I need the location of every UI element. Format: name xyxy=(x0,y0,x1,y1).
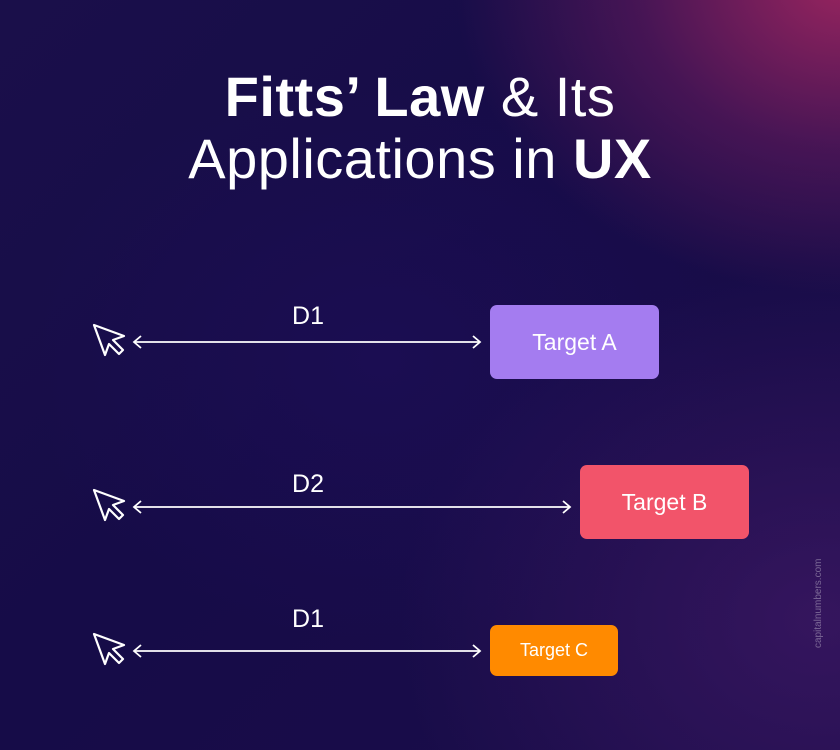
diagram-row-target-c: D1 Target C xyxy=(0,605,840,685)
double-arrow-icon xyxy=(132,500,572,514)
distance-label: D2 xyxy=(292,470,324,498)
diagram-row-target-a: D1 Target A xyxy=(0,300,840,390)
title-line-2: Applications in UX xyxy=(0,128,840,190)
title-line-1: Fitts’ Law & Its xyxy=(0,66,840,128)
double-arrow-icon xyxy=(132,644,482,658)
title-and-its: & Its xyxy=(484,65,616,128)
watermark-text: capitalnumbers.com xyxy=(813,558,824,648)
title-applications-in: Applications in xyxy=(188,127,573,190)
title-fitts-law: Fitts’ Law xyxy=(224,65,485,128)
title-ux: UX xyxy=(572,127,652,190)
cursor-arrow-icon xyxy=(92,632,126,666)
target-c[interactable]: Target C xyxy=(490,625,618,676)
double-arrow-icon xyxy=(132,335,482,349)
target-a[interactable]: Target A xyxy=(490,305,659,379)
cursor-arrow-icon xyxy=(92,323,126,357)
diagram-row-target-b: D2 Target B xyxy=(0,460,840,550)
target-b[interactable]: Target B xyxy=(580,465,749,539)
distance-label: D1 xyxy=(292,302,324,330)
distance-label: D1 xyxy=(292,605,324,633)
cursor-arrow-icon xyxy=(92,488,126,522)
page-title: Fitts’ Law & Its Applications in UX xyxy=(0,66,840,190)
